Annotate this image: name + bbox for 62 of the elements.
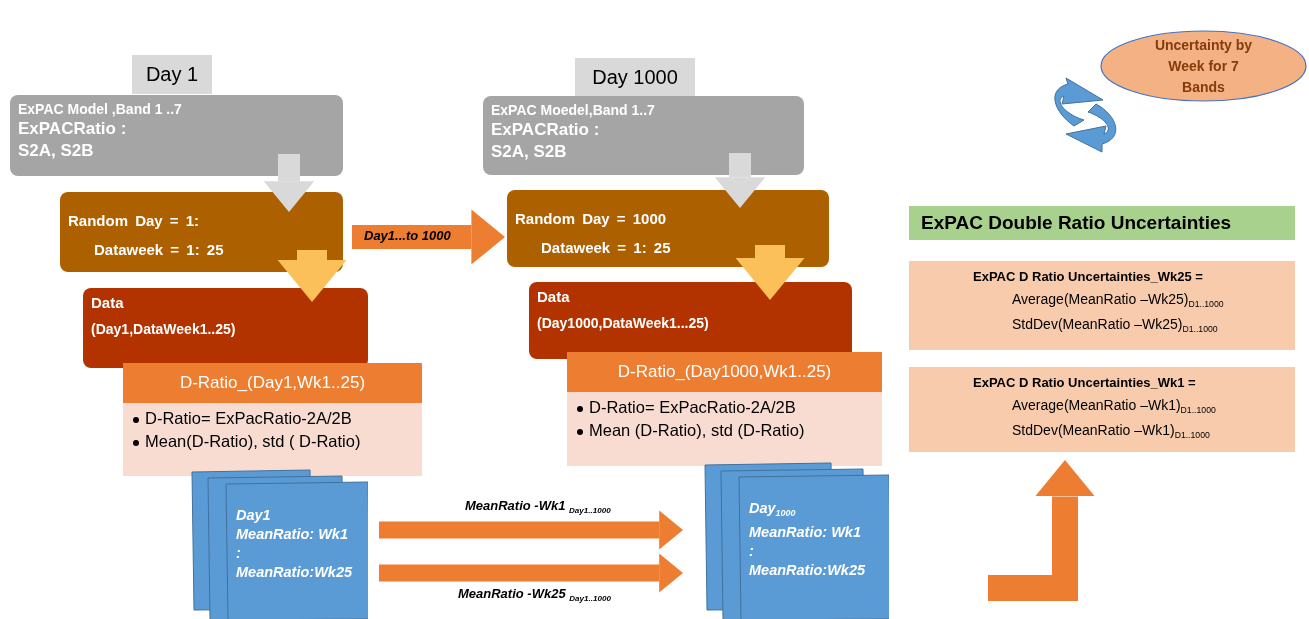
box-text: Data <box>537 288 571 305</box>
document-stack <box>190 468 368 619</box>
block-arrow <box>379 553 683 593</box>
card-text: Day1 <box>236 506 272 525</box>
block-arrow <box>263 154 315 212</box>
box-text: ExPAC Moedel,Band 1..7 <box>491 102 656 118</box>
day-label: Day 1 <box>145 63 199 86</box>
box-text: Data <box>91 294 125 311</box>
title-box <box>909 206 1295 240</box>
block-arrow <box>277 250 347 302</box>
box-text: ExPAC Model ,Band 1 ..7 <box>18 101 183 117</box>
block-arrow <box>988 460 1095 601</box>
card-text: MeanRatio:Wk25 <box>236 563 353 582</box>
ellipse-text: Uncertainty by Week for 7 Bands <box>1153 35 1254 97</box>
formula-box <box>909 261 1295 350</box>
box-text: Random Day = 1000 <box>515 210 668 227</box>
ratio-box <box>567 352 882 466</box>
bullet-text: Mean(D-Ratio), std ( D-Ratio) <box>123 432 422 451</box>
card-text: : <box>749 542 755 562</box>
process-box <box>60 192 343 272</box>
formula-text: StdDev(MeanRatio –Wk1)$_{D1..1000}$ <box>1011 422 1211 441</box>
card-text: MeanRatio: Wk1 <box>749 523 862 543</box>
block-arrow <box>352 209 505 265</box>
block-arrow <box>379 510 683 550</box>
card-text: MeanRatio: Wk1 <box>236 525 349 544</box>
edge-label: MeanRatio -Wk25 $_{Day1..1000}$ <box>458 586 611 603</box>
data-box <box>529 282 852 359</box>
box-text: ExPACRatio : S2A, S2B <box>491 119 601 163</box>
bullet-text: D-Ratio= ExPacRatio-2A/2B <box>123 409 422 428</box>
data-box <box>83 288 368 368</box>
bullet-text: D-Ratio= ExPacRatio-2A/2B <box>567 398 882 417</box>
model-box <box>10 95 343 176</box>
box-text: Dataweek = 1: 25 <box>541 239 672 256</box>
card-text: MeanRatio:Wk25 <box>749 561 866 581</box>
day-label: Day 1000 <box>592 66 678 89</box>
box-text: (Day1,DataWeek1..25) <box>91 321 237 337</box>
box-heading: D-Ratio_(Day1000,Wk1..25) <box>567 352 882 392</box>
box-text: Random Day = 1: <box>68 212 201 229</box>
formula-text: Average(MeanRatio –Wk25)$_{D1..1000}$ <box>1011 291 1225 310</box>
edge-label: MeanRatio -Wk1 $_{Day1..1000}$ <box>465 498 611 515</box>
edge-label: Day1...to 1000 <box>362 228 453 243</box>
bullet-text: Mean (D-Ratio), std (D-Ratio) <box>567 421 882 440</box>
formula-text: Average(MeanRatio –Wk1)$_{D1..1000}$ <box>1011 397 1217 416</box>
day-label-box <box>575 58 695 97</box>
card-text: Day$_{1000}$ <box>749 499 797 521</box>
box-heading: D-Ratio_(Day1,Wk1..25) <box>123 363 422 403</box>
formula-box <box>909 367 1295 452</box>
day-label-box <box>132 55 212 94</box>
formula-heading: ExPAC D Ratio Uncertainties_Wk25 = <box>972 269 1204 284</box>
title-text: ExPAC Double Ratio Uncertainties <box>921 212 1233 234</box>
block-arrow <box>714 153 766 208</box>
formula-text: StdDev(MeanRatio –Wk25)$_{D1..1000}$ <box>1011 316 1219 335</box>
model-box <box>483 96 804 175</box>
card-text: : <box>236 544 242 563</box>
box-text: Dataweek = 1: 25 <box>94 241 225 258</box>
process-box <box>507 190 829 267</box>
box-text: ExPACRatio : S2A, S2B <box>18 118 128 162</box>
formula-heading: ExPAC D Ratio Uncertainties_Wk1 = <box>972 375 1197 390</box>
ratio-box <box>123 363 422 476</box>
document-stack <box>703 461 889 619</box>
block-arrow <box>735 245 805 300</box>
box-text: (Day1000,DataWeek1...25) <box>537 315 710 331</box>
